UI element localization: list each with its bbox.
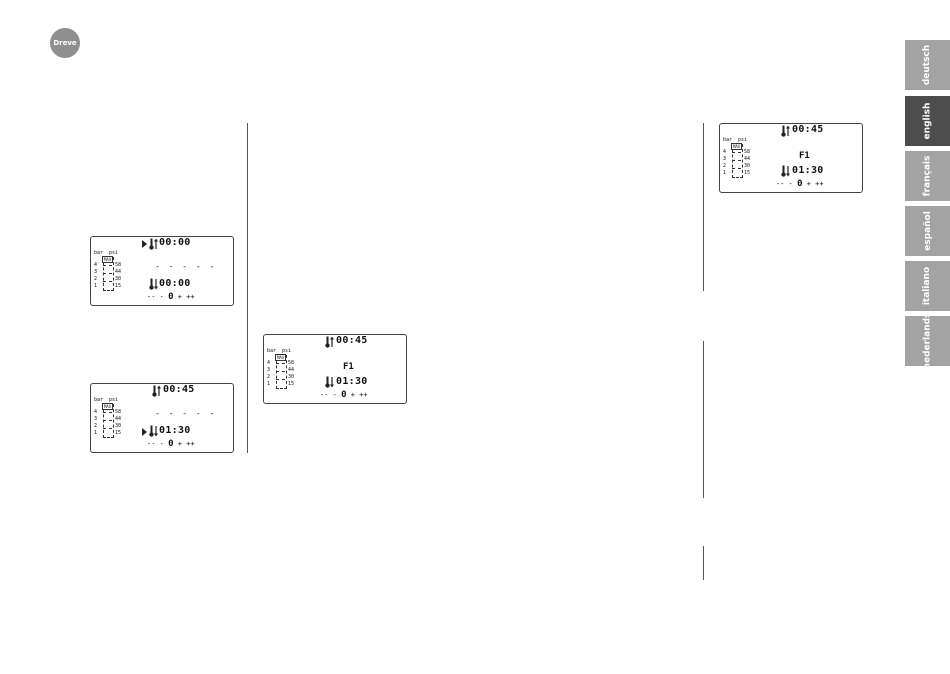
psi-level: 30 (744, 163, 751, 169)
bar-level: 2 (267, 374, 271, 380)
psi-level: 30 (115, 276, 122, 282)
heating-time: 00:45 (336, 335, 368, 346)
bar-level: 4 (94, 262, 98, 268)
pressure-scale: -- - 0 + ++ (147, 292, 195, 302)
bar-level: 4 (94, 409, 98, 415)
pressure-scale: -- - 0 + ++ (776, 179, 824, 189)
bar-level: 4 (267, 360, 271, 366)
bar-level: 3 (94, 416, 98, 422)
program-label: F1 (343, 362, 354, 372)
thermometer-up-icon (149, 238, 158, 250)
bar-level: 1 (94, 283, 98, 289)
thermometer-down-icon (149, 278, 158, 290)
tab-nederlands[interactable]: nederlands (905, 313, 950, 369)
column-divider (703, 123, 704, 291)
cooling-time: 01:30 (792, 165, 824, 176)
unit-bar-label: bar (94, 250, 104, 256)
gauge-max-label: MAX (731, 143, 743, 150)
bar-level: 1 (94, 430, 98, 436)
tab-italiano[interactable]: italiano (905, 261, 950, 311)
psi-level: 58 (115, 262, 122, 268)
psi-level: 15 (115, 430, 122, 436)
unit-psi-label: psi (738, 137, 748, 143)
selection-cursor-icon (142, 428, 147, 436)
tab-francais[interactable]: français (905, 151, 950, 201)
psi-level: 44 (288, 367, 295, 373)
pressure-scale: -- - 0 + ++ (320, 390, 368, 400)
unit-psi-label: psi (109, 397, 119, 403)
psi-level: 30 (288, 374, 295, 380)
psi-level: 44 (115, 269, 122, 275)
psi-level: 15 (288, 381, 295, 387)
tab-english[interactable]: english (905, 96, 950, 146)
psi-level: 58 (115, 409, 122, 415)
psi-level: 15 (115, 283, 122, 289)
lcd-display-1: bar psi MAX 4 3 2 1 58 44 30 15 00:00 - … (90, 236, 234, 306)
bar-level: 4 (723, 149, 727, 155)
gauge-max-label: MAX (102, 403, 114, 410)
thermometer-up-icon (781, 125, 790, 137)
bar-level: 3 (94, 269, 98, 275)
program-placeholder: - - - - - (155, 409, 217, 418)
pressure-scale: -- - 0 + ++ (147, 439, 195, 449)
thermometer-down-icon (325, 376, 334, 388)
gauge-max-label: MAX (275, 354, 287, 361)
program-label: F1 (799, 151, 810, 161)
bar-level: 2 (94, 423, 98, 429)
psi-level: 44 (744, 156, 751, 162)
psi-level: 58 (288, 360, 295, 366)
program-placeholder: - - - - - (155, 262, 217, 271)
psi-level: 30 (115, 423, 122, 429)
column-divider (703, 341, 704, 498)
psi-level: 58 (744, 149, 751, 155)
unit-psi-label: psi (282, 348, 292, 354)
thermometer-down-icon (781, 165, 790, 177)
selection-cursor-icon (142, 240, 147, 248)
bar-level: 3 (723, 156, 727, 162)
cooling-time: 01:30 (336, 376, 368, 387)
dreve-logo: Dreve (50, 28, 80, 58)
bar-level: 2 (94, 276, 98, 282)
thermometer-up-icon (325, 336, 334, 348)
cooling-time: 00:00 (159, 278, 191, 289)
psi-level: 15 (744, 170, 751, 176)
bar-level: 1 (723, 170, 727, 176)
tab-espanol[interactable]: español (905, 206, 950, 256)
unit-bar-label: bar (723, 137, 733, 143)
unit-bar-label: bar (267, 348, 277, 354)
column-divider (703, 546, 704, 580)
tab-deutsch[interactable]: deutsch (905, 40, 950, 90)
unit-psi-label: psi (109, 250, 119, 256)
bar-level: 2 (723, 163, 727, 169)
psi-level: 44 (115, 416, 122, 422)
gauge-max-label: MAX (102, 256, 114, 263)
column-divider (247, 123, 248, 453)
heating-time: 00:00 (159, 237, 191, 248)
lcd-display-2: bar psi MAX 4 3 2 1 58 44 30 15 00:45 - … (90, 383, 234, 453)
thermometer-up-icon (152, 385, 161, 397)
cooling-time: 01:30 (159, 425, 191, 436)
bar-level: 1 (267, 381, 271, 387)
bar-level: 3 (267, 367, 271, 373)
lcd-display-4: bar psi MAX 4 3 2 1 58 44 30 15 00:45 F1… (719, 123, 863, 193)
unit-bar-label: bar (94, 397, 104, 403)
thermometer-down-icon (149, 425, 158, 437)
lcd-display-3: bar psi MAX 4 3 2 1 58 44 30 15 00:45 F1… (263, 334, 407, 404)
heating-time: 00:45 (163, 384, 195, 395)
heating-time: 00:45 (792, 124, 824, 135)
